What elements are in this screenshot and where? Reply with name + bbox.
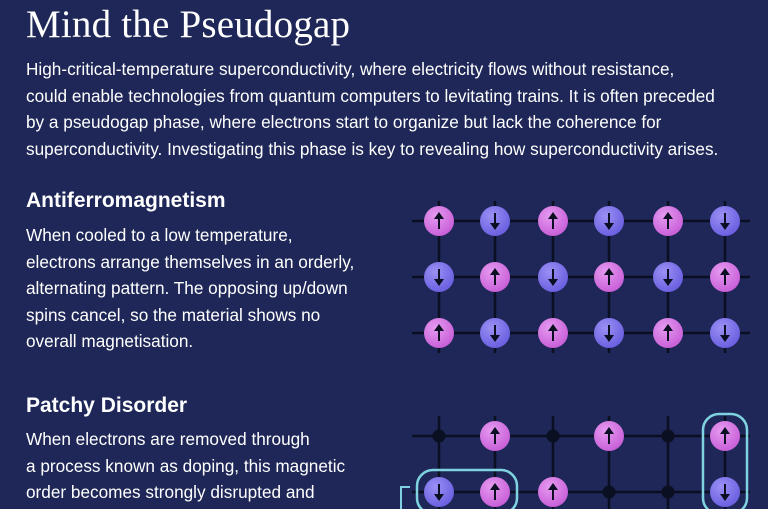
arrow-down-icon [490,335,500,342]
arrow-up-icon [548,324,558,331]
arrow-up-icon [434,324,444,331]
page-title: Mind the Pseudogap [26,3,351,46]
intro-line: could enable technologies from quantum c… [26,85,715,106]
patchy-disorder-description: When electrons are removed through a pro… [26,426,345,506]
spin-down-electron [594,318,624,348]
arrow-up-icon [604,268,614,275]
intro-paragraph: High-critical-temperature superconductiv… [26,56,756,162]
spin-down-electron [653,262,683,292]
description-line: electrons arrange themselves in an order… [26,251,355,272]
arrow-down-icon [434,494,444,501]
intro-line: by a pseudogap phase, where electrons st… [26,112,662,132]
spin-up-electron [480,477,510,507]
spin-down-electron [424,262,454,292]
arrow-up-icon [548,483,558,490]
arrow-up-icon [604,427,614,434]
spin-up-electron [594,421,624,451]
spin-up-electron [480,421,510,451]
vacancy-dot [661,429,675,443]
description-line: spins cancel, so the material shows no [26,304,321,325]
arrow-up-icon [490,483,500,490]
spin-down-electron [424,477,454,507]
electron-pair-outline [701,412,749,509]
vacancy-dot [602,485,616,499]
vacancy-dot [661,485,675,499]
spin-down-electron [710,318,740,348]
description-line: When cooled to a low temperature, [26,225,293,245]
doped-lattice [400,412,750,509]
arrow-down-icon [548,279,558,286]
spin-up-electron [594,262,624,292]
description-line: alternating pattern. The opposing up/dow… [26,278,348,298]
arrow-down-icon [720,494,730,501]
spin-down-electron [538,262,568,292]
spin-up-electron [424,318,454,348]
arrow-down-icon [604,223,614,230]
bracket-mark [400,486,410,509]
spin-up-electron [538,477,568,507]
antiferromagnetism-description: When cooled to a low temperature, electr… [26,222,354,355]
vacancy-dot [546,429,560,443]
description-line: a process known as doping, this magnetic [26,455,346,476]
arrow-up-icon [720,268,730,275]
electron-pair-outline [415,468,519,509]
description-line: overall magnetisation. [26,331,194,351]
arrow-up-icon [434,212,444,219]
spin-down-electron [480,206,510,236]
arrow-down-icon [663,279,673,286]
arrow-down-icon [720,223,730,230]
spin-down-electron [710,477,740,507]
spin-up-electron [480,262,510,292]
description-line: order becomes strongly disrupted and [26,482,315,502]
arrow-up-icon [720,427,730,434]
spin-up-electron [710,262,740,292]
spin-up-electron [653,318,683,348]
antiferromagnetism-heading: Antiferromagnetism [26,189,226,212]
spin-down-electron [594,206,624,236]
description-line: When electrons are removed through [26,429,310,449]
arrow-up-icon [490,427,500,434]
antiferromagnetic-lattice [412,201,750,353]
arrow-up-icon [490,268,500,275]
arrow-up-icon [663,212,673,219]
patchy-disorder-heading: Patchy Disorder [26,394,188,417]
spin-up-electron [653,206,683,236]
vacancy-dot [432,429,446,443]
arrow-down-icon [604,335,614,342]
intro-line: superconductivity. Investigating this ph… [26,138,719,159]
arrow-up-icon [548,212,558,219]
arrow-down-icon [720,335,730,342]
spin-up-electron [424,206,454,236]
arrow-down-icon [490,223,500,230]
spin-down-electron [480,318,510,348]
intro-line: High-critical-temperature superconductiv… [26,59,675,79]
spin-up-electron [538,318,568,348]
arrow-up-icon [663,324,673,331]
spin-up-electron [710,421,740,451]
arrow-down-icon [434,279,444,286]
spin-down-electron [710,206,740,236]
spin-up-electron [538,206,568,236]
